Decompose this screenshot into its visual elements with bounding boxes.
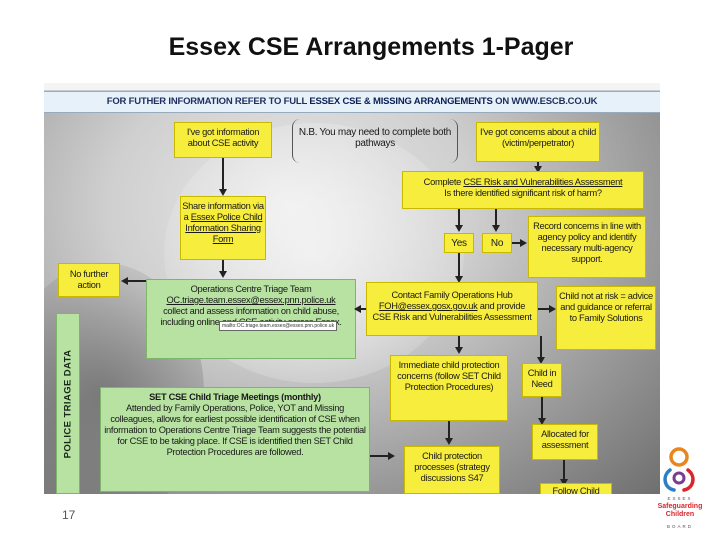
arrow-connector — [222, 260, 224, 272]
arrow-connector — [537, 162, 539, 168]
arrow-head — [534, 166, 542, 173]
box-no: No — [482, 233, 512, 253]
box-set-triage: SET CSE Child Triage Meetings (monthly) … — [100, 387, 370, 492]
arrow-head — [492, 225, 500, 232]
box-allocated: Allocated for assessment — [532, 424, 598, 460]
box-nb-note: N.B. You may need to complete both pathw… — [292, 119, 458, 163]
escb-logo-icon — [663, 447, 695, 492]
box-record-concerns: Record concerns in line with agency poli… — [528, 216, 646, 278]
arrow-connector — [512, 242, 523, 244]
box-immediate-cp: Immediate child protection concerns (fol… — [390, 355, 508, 421]
family-hub-email[interactable]: FOH@essex.gosx.gov.uk — [378, 301, 478, 311]
arrow-head — [219, 271, 227, 278]
box-cse-assessment: Complete CSE Risk and Vulnerabilities As… — [402, 171, 644, 209]
box-child-in-need: Child in Need — [522, 363, 562, 397]
arrow-connector — [458, 209, 460, 226]
logo-bottom-text: BOARD — [666, 524, 693, 529]
arrow-head — [455, 276, 463, 283]
ops-centre-email[interactable]: OC.triage.team.essex@essex.pnn.police.uk — [166, 295, 336, 305]
logo-top-text: ESSEX — [667, 496, 693, 501]
arrow-connector — [370, 455, 390, 457]
arrow-head — [219, 189, 227, 196]
arrow-connector — [563, 460, 565, 480]
arrow-connector — [538, 308, 551, 310]
arrow-connector — [541, 397, 543, 419]
box-ops-centre: Operations Centre Triage Team OC.triage.… — [146, 279, 356, 359]
top-strip — [44, 83, 660, 91]
box-cp-processes: Child protection processes (strategy dis… — [404, 446, 500, 494]
arrow-head — [121, 277, 128, 285]
arrow-connector — [128, 280, 146, 282]
info-banner: FOR FUTHER INFORMATION REFER TO FULL ESS… — [44, 91, 660, 113]
arrow-connector — [222, 158, 224, 190]
box-family-hub: Contact Family Operations Hub FOH@essex.… — [366, 282, 538, 336]
box-concerns: I've got concerns about a child (victim/… — [476, 122, 600, 162]
arrow-head — [455, 347, 463, 354]
flowchart: FOR FUTHER INFORMATION REFER TO FULL ESS… — [44, 83, 660, 494]
box-not-at-risk: Child not at risk = advice and guidance … — [556, 286, 656, 350]
arrow-head — [520, 239, 527, 247]
police-form-link[interactable]: Essex Police Child Information Sharing F… — [185, 212, 263, 244]
arrow-connector — [495, 209, 497, 226]
email-tooltip: mailto:OC.triage.team.essex@essex.pnn.po… — [219, 321, 338, 331]
arrow-connector — [540, 336, 542, 358]
arrow-connector — [356, 308, 366, 310]
logo-name: Safeguarding Children — [657, 503, 703, 518]
box-follow-child: Follow Child — [540, 483, 612, 494]
arrow-connector — [448, 421, 450, 439]
assessment-link[interactable]: CSE Risk and Vulnerabilities Assessment — [463, 177, 623, 187]
page-title: Essex CSE Arrangements 1-Pager — [168, 33, 574, 61]
banner-prefix: FOR FUTHER INFORMATION REFER TO FULL — [106, 96, 307, 107]
arrow-head — [445, 438, 453, 445]
box-share-info: Share information via a Essex Police Chi… — [180, 196, 266, 260]
banner-bold: ESSEX CSE & MISSING ARRANGEMENTS — [309, 96, 493, 107]
box-info-cse: I've got information about CSE activity — [174, 122, 272, 158]
page-number: 17 — [62, 508, 76, 522]
arrow-head — [354, 305, 361, 313]
arrow-connector — [458, 253, 460, 277]
box-yes: Yes — [444, 233, 474, 253]
arrow-head — [538, 418, 546, 425]
arrow-head — [388, 452, 395, 460]
arrow-connector — [458, 336, 460, 348]
arrow-head — [455, 225, 463, 232]
police-triage-data-label: POLICE TRIAGE DATA — [56, 313, 80, 494]
arrow-head — [537, 357, 545, 364]
banner-suffix: ON WWW.ESCB.CO.UK — [495, 96, 598, 107]
arrow-head — [549, 305, 556, 313]
arrow-head — [560, 479, 568, 486]
box-no-further-action: No further action — [58, 263, 120, 297]
